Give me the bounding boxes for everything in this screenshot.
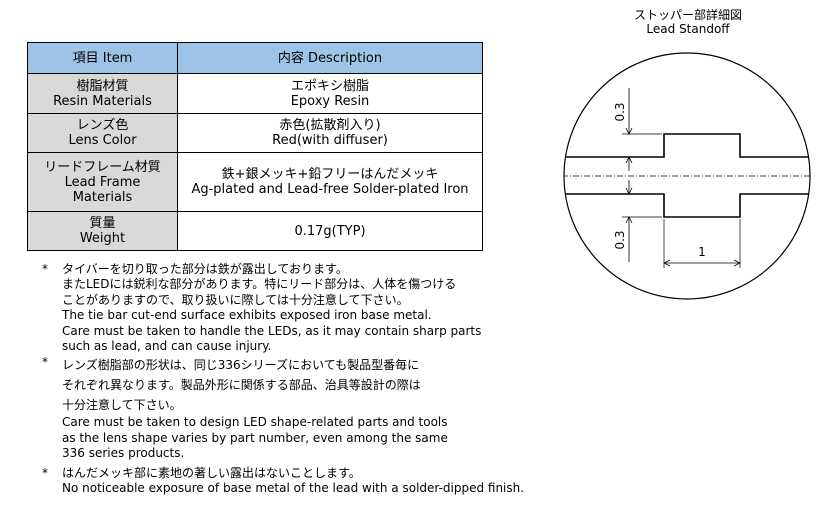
- note-marker: *: [42, 262, 48, 276]
- table-row: リードフレーム材質 Lead Frame Materials 鉄+銀メッキ+鉛フ…: [27, 152, 483, 212]
- label-en: Resin Materials: [53, 93, 152, 109]
- diagram-title: ストッパー部詳細図 Lead Standoff: [562, 8, 814, 36]
- note-text-ja: ことがありますので、取り扱いに際しては十分注意して下さい。: [62, 292, 409, 307]
- value-ja: 鉄+銀メッキ+鉛フリーはんだメッキ: [221, 167, 439, 182]
- note-text-en: No noticeable exposure of base metal of …: [62, 481, 525, 496]
- header-item: 項目 Item: [27, 42, 178, 74]
- row-value: 0.17g(TYP): [177, 211, 483, 251]
- table-header-row: 項目 Item 内容 Description: [27, 42, 483, 74]
- lead-outline-bottom: [564, 193, 810, 218]
- label-en: Lens Color: [68, 133, 137, 148]
- label-ja: レンズ色: [76, 118, 129, 133]
- table-row: 質量 Weight 0.17g(TYP): [27, 211, 483, 251]
- standoff-drawing: 0.3 0.3 1: [563, 52, 811, 300]
- note-text-ja: タイバーを切り取った部分は鉄が露出しております。: [62, 262, 348, 276]
- value-ja: 赤色(拡散剤入り): [279, 118, 381, 133]
- table-row: 樹脂材質 Resin Materials エポキシ樹脂 Epoxy Resin: [27, 73, 483, 114]
- diagram-title-en: Lead Standoff: [646, 22, 730, 36]
- row-label: レンズ色 Lens Color: [27, 113, 178, 153]
- dim-top-label: 0.3: [613, 102, 627, 121]
- spec-table: 項目 Item 内容 Description 樹脂材質 Resin Materi…: [27, 42, 483, 251]
- note-marker: *: [42, 465, 48, 480]
- note-text-en: Care must be taken to handle the LEDs, a…: [62, 323, 482, 338]
- row-value: エポキシ樹脂 Epoxy Resin: [177, 73, 483, 114]
- note-text-en: The tie bar cut-end surface exhibits exp…: [62, 308, 432, 323]
- value-en: Ag-plated and Lead-free Solder-plated Ir…: [191, 182, 469, 197]
- note-text-en: such as lead, and can cause injury.: [62, 339, 272, 354]
- row-value: 鉄+銀メッキ+鉛フリーはんだメッキ Ag-plated and Lead-fre…: [177, 152, 483, 212]
- label-ja: 樹脂材質: [76, 78, 129, 94]
- dim-width-label: 1: [698, 245, 706, 259]
- label-ja: リードフレーム材質: [44, 159, 161, 175]
- note-text-en: Care must be taken to design LED shape-r…: [62, 415, 448, 430]
- table-row: レンズ色 Lens Color 赤色(拡散剤入り) Red(with diffu…: [27, 113, 483, 153]
- notes-section: * タイバーを切り取った部分は鉄が露出しております。 またLEDには鋭利な部分が…: [42, 262, 602, 496]
- note-text-ja: それぞれ異なります。製品外形に関係する部品、治具等設計の際は: [62, 378, 421, 393]
- value-en: Red(with diffuser): [272, 133, 388, 148]
- lead-outline-top: [564, 133, 810, 158]
- lead-standoff-diagram: ストッパー部詳細図 Lead Standoff: [562, 0, 839, 300]
- row-label: リードフレーム材質 Lead Frame Materials: [27, 152, 178, 212]
- note-text-en: 336 series products.: [62, 446, 185, 461]
- note-item: * レンズ樹脂部の形状は、同じ336シリーズにおいても製品型番毎に それぞれ異な…: [42, 355, 602, 461]
- dim-bottom: [625, 180, 633, 262]
- note-text-ja: またLEDには鋭利な部分があります。特にリード部分は、人体を傷つける: [62, 277, 457, 292]
- row-value: 赤色(拡散剤入り) Red(with diffuser): [177, 113, 483, 153]
- note-text-ja: レンズ樹脂部の形状は、同じ336シリーズにおいても製品型番毎に: [62, 358, 420, 373]
- note-item: * はんだメッキ部に素地の著しい露出はないことします。 No noticeabl…: [42, 466, 602, 497]
- note-text-ja: はんだメッキ部に素地の著しい露出はないことします。: [62, 465, 361, 480]
- note-marker: *: [42, 355, 48, 370]
- value-ja: エポキシ樹脂: [290, 78, 369, 94]
- value-text: 0.17g(TYP): [294, 223, 366, 239]
- dim-bottom-label: 0.3: [613, 230, 627, 249]
- note-item: * タイバーを切り取った部分は鉄が露出しております。 またLEDには鋭利な部分が…: [42, 262, 602, 354]
- dim-top: [625, 88, 633, 171]
- row-label: 樹脂材質 Resin Materials: [27, 73, 178, 114]
- note-text-en: as the lens shape varies by part number,…: [62, 430, 448, 445]
- value-en: Epoxy Resin: [290, 93, 370, 109]
- label-en: Lead Frame: [64, 174, 141, 190]
- label-en-2: Materials: [72, 189, 133, 205]
- label-ja: 質量: [89, 216, 116, 231]
- diagram-title-ja: ストッパー部詳細図: [633, 8, 742, 22]
- label-en: Weight: [79, 231, 126, 246]
- row-label: 質量 Weight: [27, 211, 178, 251]
- dim-width: [663, 259, 741, 267]
- note-text-ja: 十分注意して下さい。: [62, 398, 182, 413]
- header-description: 内容 Description: [177, 42, 483, 74]
